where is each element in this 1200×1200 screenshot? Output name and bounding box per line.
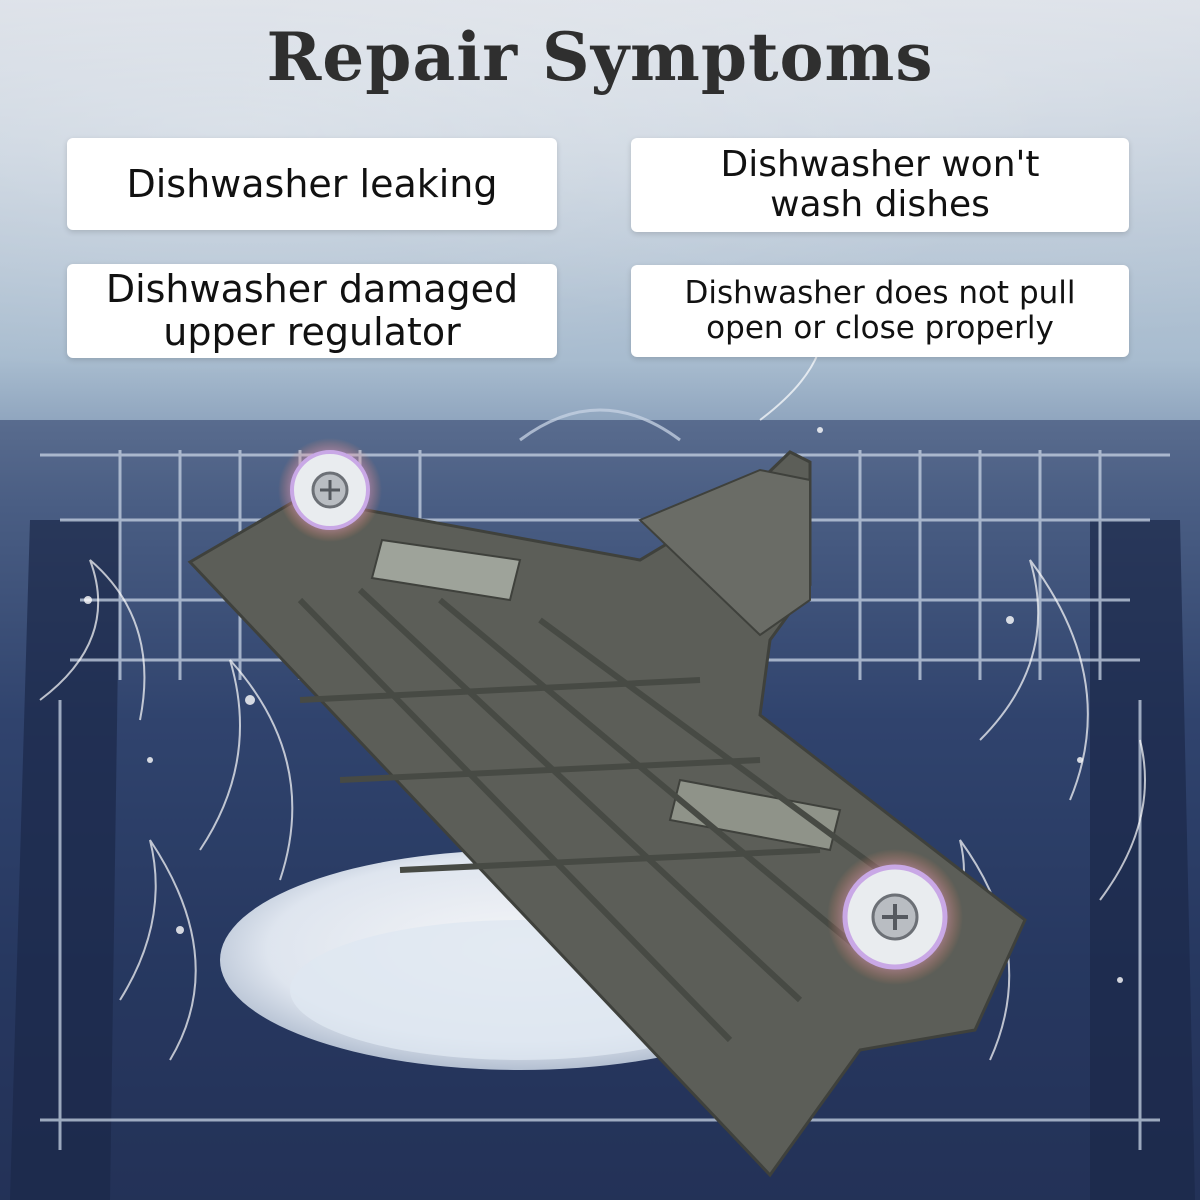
symptom-label: Dishwasher damaged upper regulator bbox=[105, 267, 519, 354]
symptom-card-leaking: Dishwasher leaking bbox=[67, 138, 557, 230]
symptom-label: Dishwasher won't wash dishes bbox=[720, 143, 1040, 225]
symptom-card-pull-open-close: Dishwasher does not pull open or close p… bbox=[631, 265, 1129, 357]
symptom-label: Dishwasher does not pull open or close p… bbox=[684, 275, 1076, 346]
rack-adjuster-part bbox=[187, 438, 1027, 1178]
page-title: Repair Symptoms bbox=[266, 18, 934, 96]
symptom-card-damaged-regulator: Dishwasher damaged upper regulator bbox=[67, 264, 557, 358]
symptom-card-wont-wash: Dishwasher won't wash dishes bbox=[631, 138, 1129, 232]
symptom-label: Dishwasher leaking bbox=[126, 161, 498, 206]
